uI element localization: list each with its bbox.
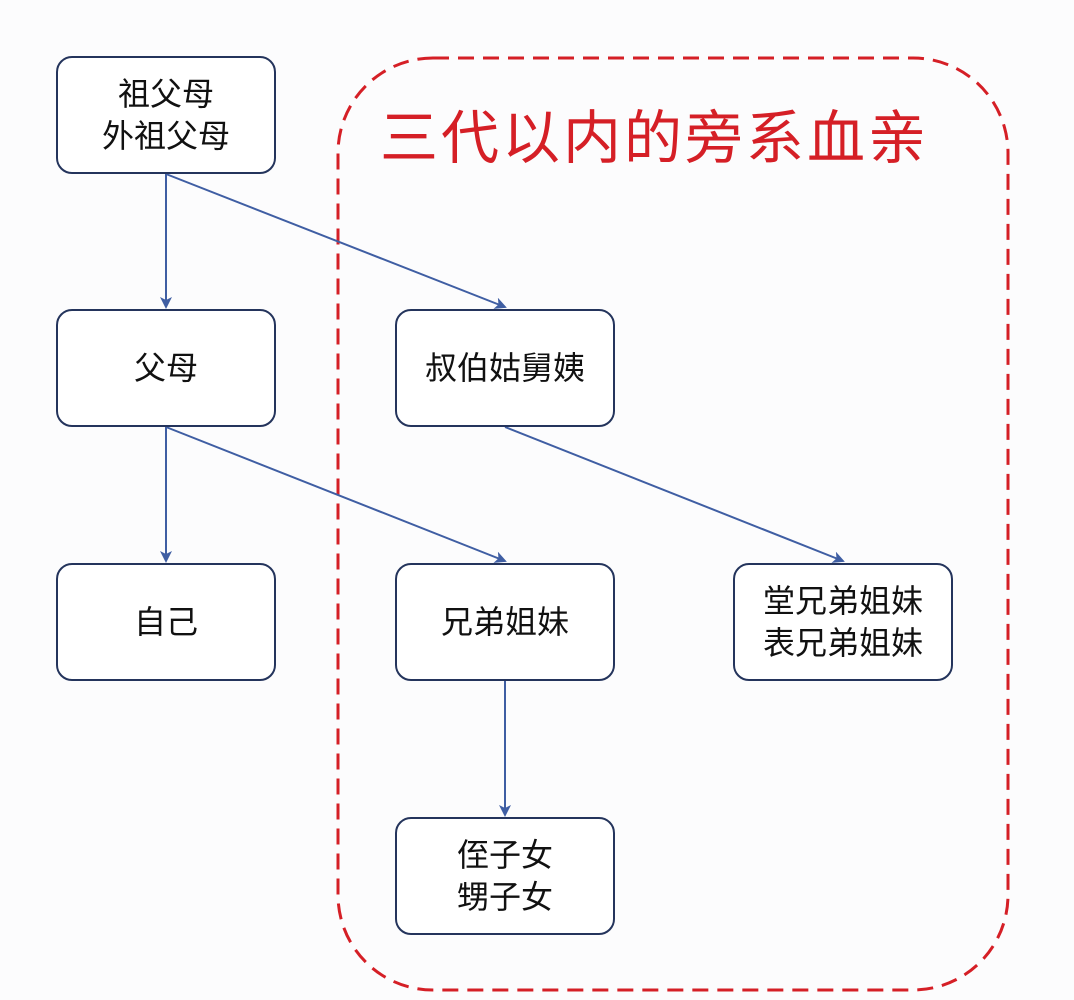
node-siblings-label: 兄弟姐妹: [440, 603, 569, 641]
node-nephews-nieces-line-1: 侄子女: [456, 836, 553, 874]
collateral-region-border: [336, 56, 1010, 992]
node-self: 自己: [56, 563, 276, 681]
node-cousins-line-2: 表兄弟姐妹: [762, 624, 923, 662]
collateral-region-title: 三代以内的旁系血亲: [380, 104, 930, 172]
node-parents: 父母: [56, 309, 276, 427]
node-cousins-line-1: 堂兄弟姐妹: [762, 582, 923, 620]
arrow-grandparents-to-uncles_aunts: [165, 173, 507, 309]
node-grandparents: 祖父母 外祖父母: [56, 56, 276, 174]
node-grandparents-line-1: 祖父母: [117, 75, 214, 113]
node-parents-label: 父母: [133, 349, 198, 387]
arrow-uncles_aunts-to-cousins: [504, 426, 845, 563]
node-nephews-nieces-line-2: 甥子女: [456, 878, 553, 916]
node-nephews-nieces: 侄子女 甥子女: [395, 817, 615, 935]
node-uncles-aunts-label: 叔伯姑舅姨: [424, 349, 585, 387]
arrow-parents-to-siblings: [165, 426, 507, 563]
node-grandparents-line-2: 外祖父母: [101, 117, 230, 155]
node-uncles-aunts: 叔伯姑舅姨: [395, 309, 615, 427]
node-cousins: 堂兄弟姐妹 表兄弟姐妹: [733, 563, 953, 681]
node-self-label: 自己: [133, 603, 198, 641]
node-siblings: 兄弟姐妹: [395, 563, 615, 681]
